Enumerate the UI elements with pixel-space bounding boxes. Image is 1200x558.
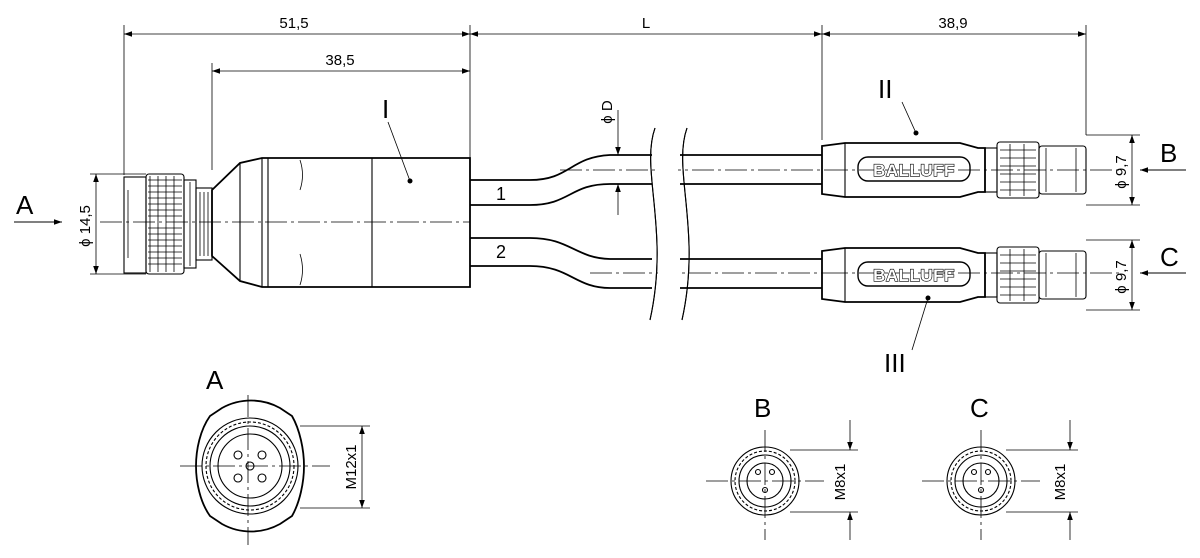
cable-2 xyxy=(470,237,826,289)
male-connector-upper xyxy=(821,101,1120,199)
diameter-female-dimension xyxy=(90,173,146,275)
label-detail-A: A xyxy=(206,365,224,395)
dim-diameter-female: ϕ 14,5 xyxy=(77,205,94,247)
female-connector xyxy=(100,121,471,288)
label-view-A: A xyxy=(16,190,34,220)
label-part-I: I xyxy=(382,94,389,124)
brand-upper: BALLUFF xyxy=(873,161,955,180)
label-detail-B: B xyxy=(754,393,771,423)
detail-view-A xyxy=(180,395,370,545)
thread-A: M12x1 xyxy=(343,444,360,489)
label-part-II: II xyxy=(878,74,892,104)
male-connector-lower xyxy=(821,246,1120,351)
thread-C: M8x1 xyxy=(1052,464,1069,501)
cable-1 xyxy=(470,154,826,206)
dim-diameter-male-c: ϕ 9,7 xyxy=(1113,260,1130,293)
thread-B: M8x1 xyxy=(832,464,849,501)
label-detail-C: C xyxy=(970,393,989,423)
label-view-C: C xyxy=(1160,242,1179,272)
top-dimension-lines xyxy=(123,25,1087,175)
label-part-III: III xyxy=(884,348,906,378)
brand-lower: BALLUFF xyxy=(873,266,955,285)
label-wire-2: 2 xyxy=(496,242,506,262)
knurl-pattern xyxy=(148,176,182,272)
label-view-B: B xyxy=(1160,138,1177,168)
dim-diameter-cable: ϕ D xyxy=(599,100,616,124)
dim-male-length: 38,9 xyxy=(938,15,967,32)
dim-overall-female: 51,5 xyxy=(279,15,308,32)
diameter-male-dimensions xyxy=(1086,134,1140,311)
detail-view-B xyxy=(706,420,858,540)
dim-diameter-male-b: ϕ 9,7 xyxy=(1113,155,1130,188)
dim-cable-length: L xyxy=(642,15,650,32)
dim-female-body: 38,5 xyxy=(325,52,354,69)
detail-view-C xyxy=(922,420,1078,540)
cable-break-marks xyxy=(649,127,690,321)
label-wire-1: 1 xyxy=(496,184,506,204)
